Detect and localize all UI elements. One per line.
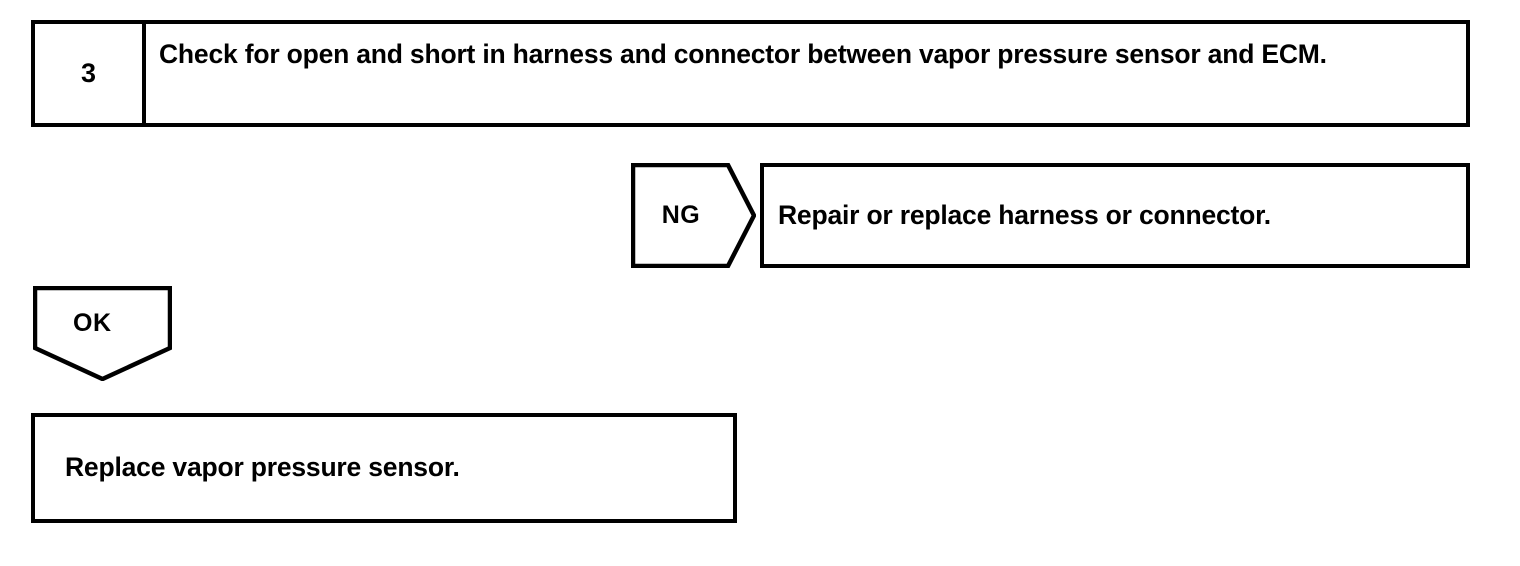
- ok-result-box: Replace vapor pressure sensor.: [31, 413, 737, 523]
- ng-branch-arrow-shape: [631, 163, 756, 268]
- ok-arrow-icon: [33, 286, 172, 381]
- step-instruction-cell: Check for open and short in harness and …: [146, 24, 1466, 123]
- step-instruction-text: Check for open and short in harness and …: [159, 39, 1327, 69]
- ng-arrow-icon: [631, 163, 756, 268]
- ng-result-text: Repair or replace harness or connector.: [778, 199, 1271, 230]
- ok-result-text: Replace vapor pressure sensor.: [65, 452, 460, 483]
- step-row: 3 Check for open and short in harness an…: [31, 20, 1470, 127]
- step-number: 3: [80, 58, 97, 88]
- ok-branch-arrow-shape: [33, 286, 172, 381]
- ng-result-box: Repair or replace harness or connector.: [760, 163, 1470, 268]
- step-number-cell: 3: [35, 24, 146, 123]
